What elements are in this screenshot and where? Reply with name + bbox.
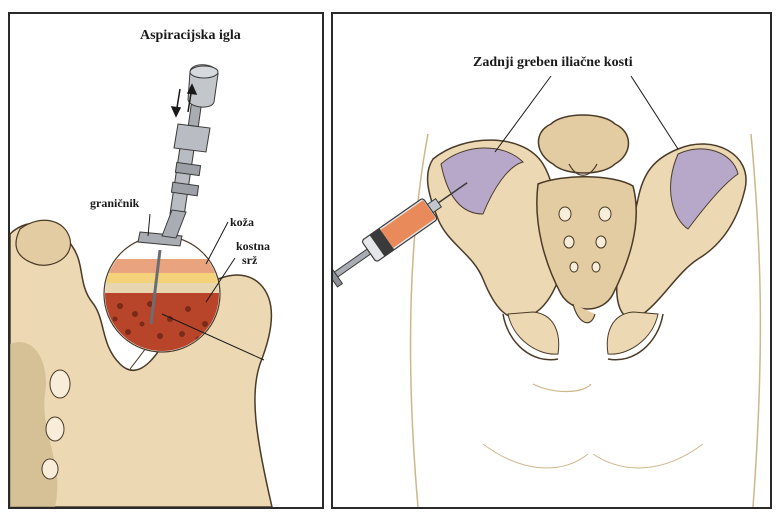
gluteal-fold [533,384,591,392]
sacral-foramen-2 [46,417,64,441]
lumbar-vertebra [538,115,628,173]
sacral-foramen-1 [50,370,70,398]
syringe-plunger-rod [334,249,370,277]
body-outline-left [411,134,428,507]
crest-title: Zadnji greben iliačne kosti [473,55,633,70]
right-panel: Zadnji greben iliačne kosti [331,12,772,509]
fat-layer [100,273,230,283]
left-panel: Aspiracijska igla graničnik koža kostna … [8,12,324,509]
vertebra-process [16,220,70,265]
skin-layer [100,259,230,273]
right-illustration: Zadnji greben iliačne kosti [333,14,770,507]
skin-label: koža [230,215,254,229]
stopper-label: graničnik [90,196,140,210]
left-illustration: Aspiracijska igla graničnik koža kostna … [10,14,322,507]
body-outline-right [751,134,760,507]
marrow-label-line2: srž [242,253,258,267]
cortex-layer [100,283,230,293]
needle-title: Aspiracijska igla [140,28,241,43]
marrow-label-line1: kostna [236,239,270,253]
sacral-foramen-3 [42,459,58,479]
pelvis [428,115,746,360]
